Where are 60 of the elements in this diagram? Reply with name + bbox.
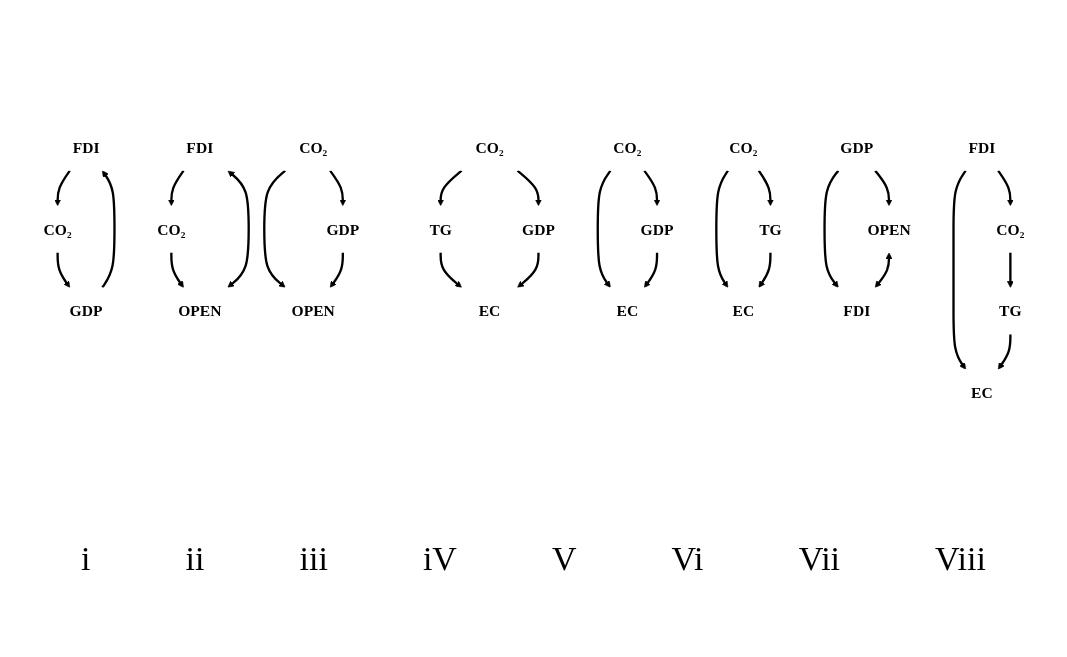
panel-label: iii	[299, 540, 328, 578]
node-text: EC	[970, 384, 993, 402]
panel-label: Vii	[798, 540, 841, 578]
arrow	[997, 334, 1012, 370]
panel-label: Viii	[935, 540, 986, 578]
node-text: CO₂	[612, 138, 641, 156]
node-text: FDI	[72, 138, 99, 156]
node-text: FDI	[842, 302, 870, 320]
arrow	[951, 170, 967, 370]
node-text: GDP	[69, 302, 102, 320]
arrow	[596, 170, 611, 288]
arrow	[167, 170, 184, 207]
arrow	[329, 252, 344, 288]
arrow	[328, 170, 346, 207]
arrow	[643, 252, 658, 288]
node-text: CO₂	[43, 220, 72, 238]
arrow	[438, 252, 462, 288]
node-text: TG	[998, 302, 1022, 320]
node-text: GDP	[640, 220, 673, 238]
node-text: GDP	[521, 220, 555, 238]
arrow	[436, 169, 462, 207]
panel-label: iV	[422, 540, 457, 578]
arrow	[100, 170, 116, 289]
node-text: EC	[478, 302, 500, 320]
arrow	[53, 170, 71, 207]
node-text: OPEN	[291, 302, 335, 320]
arrow	[516, 169, 542, 207]
arrow	[262, 169, 286, 288]
node-text: CO₂	[298, 138, 327, 156]
node-text: CO₂	[728, 138, 757, 156]
node-text: EC	[732, 302, 754, 320]
arrow	[874, 252, 892, 288]
arrow	[169, 252, 184, 288]
node-text: OPEN	[177, 302, 221, 320]
arrow	[226, 170, 250, 288]
panel-label: V	[552, 540, 577, 578]
arrow	[758, 252, 772, 288]
arrow	[642, 170, 660, 207]
panel-label: i	[81, 540, 91, 578]
node-text: CO₂	[156, 220, 185, 238]
panel-label: ii	[185, 540, 205, 578]
node-text: GDP	[325, 220, 359, 238]
arrow	[516, 252, 540, 288]
arrow	[822, 169, 839, 288]
node-text: CO₂	[475, 138, 504, 156]
arrow	[757, 170, 774, 207]
node-text: GDP	[839, 138, 873, 156]
arrow	[714, 170, 729, 288]
node-text: CO₂	[995, 220, 1024, 238]
node-text: OPEN	[866, 220, 911, 238]
node-text: FDI	[968, 138, 995, 156]
node-text: TG	[428, 220, 452, 238]
arrow	[55, 252, 70, 288]
arrow	[873, 169, 892, 207]
node-text: EC	[616, 302, 638, 320]
panel-label: Vi	[671, 540, 704, 578]
node-text: FDI	[185, 138, 213, 156]
node-text: TG	[758, 220, 782, 238]
arrow	[996, 170, 1014, 207]
arrow	[1006, 252, 1014, 288]
